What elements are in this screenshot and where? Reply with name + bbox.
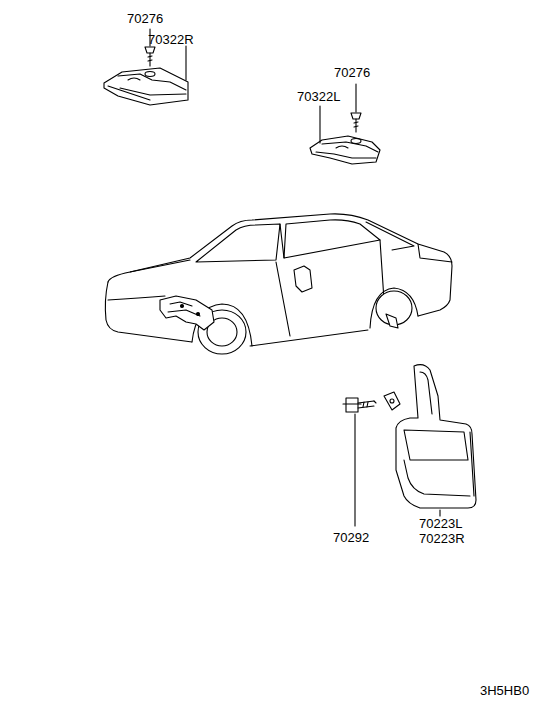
bracket-70322R (104, 68, 188, 105)
car-outline (105, 214, 452, 354)
screw (351, 84, 361, 132)
part-number: 70276 (334, 65, 370, 80)
drawing-code: 3H5HB0 (480, 683, 529, 698)
part-number: 70322L (297, 89, 340, 104)
part-number: 70223L (419, 516, 462, 531)
part-number: 70322R (148, 32, 194, 47)
mud-flap (384, 365, 476, 508)
part-number: 70276 (127, 11, 163, 26)
part-number: 70292 (333, 530, 369, 545)
part-number: 70223R (419, 531, 465, 546)
screw (343, 398, 376, 412)
